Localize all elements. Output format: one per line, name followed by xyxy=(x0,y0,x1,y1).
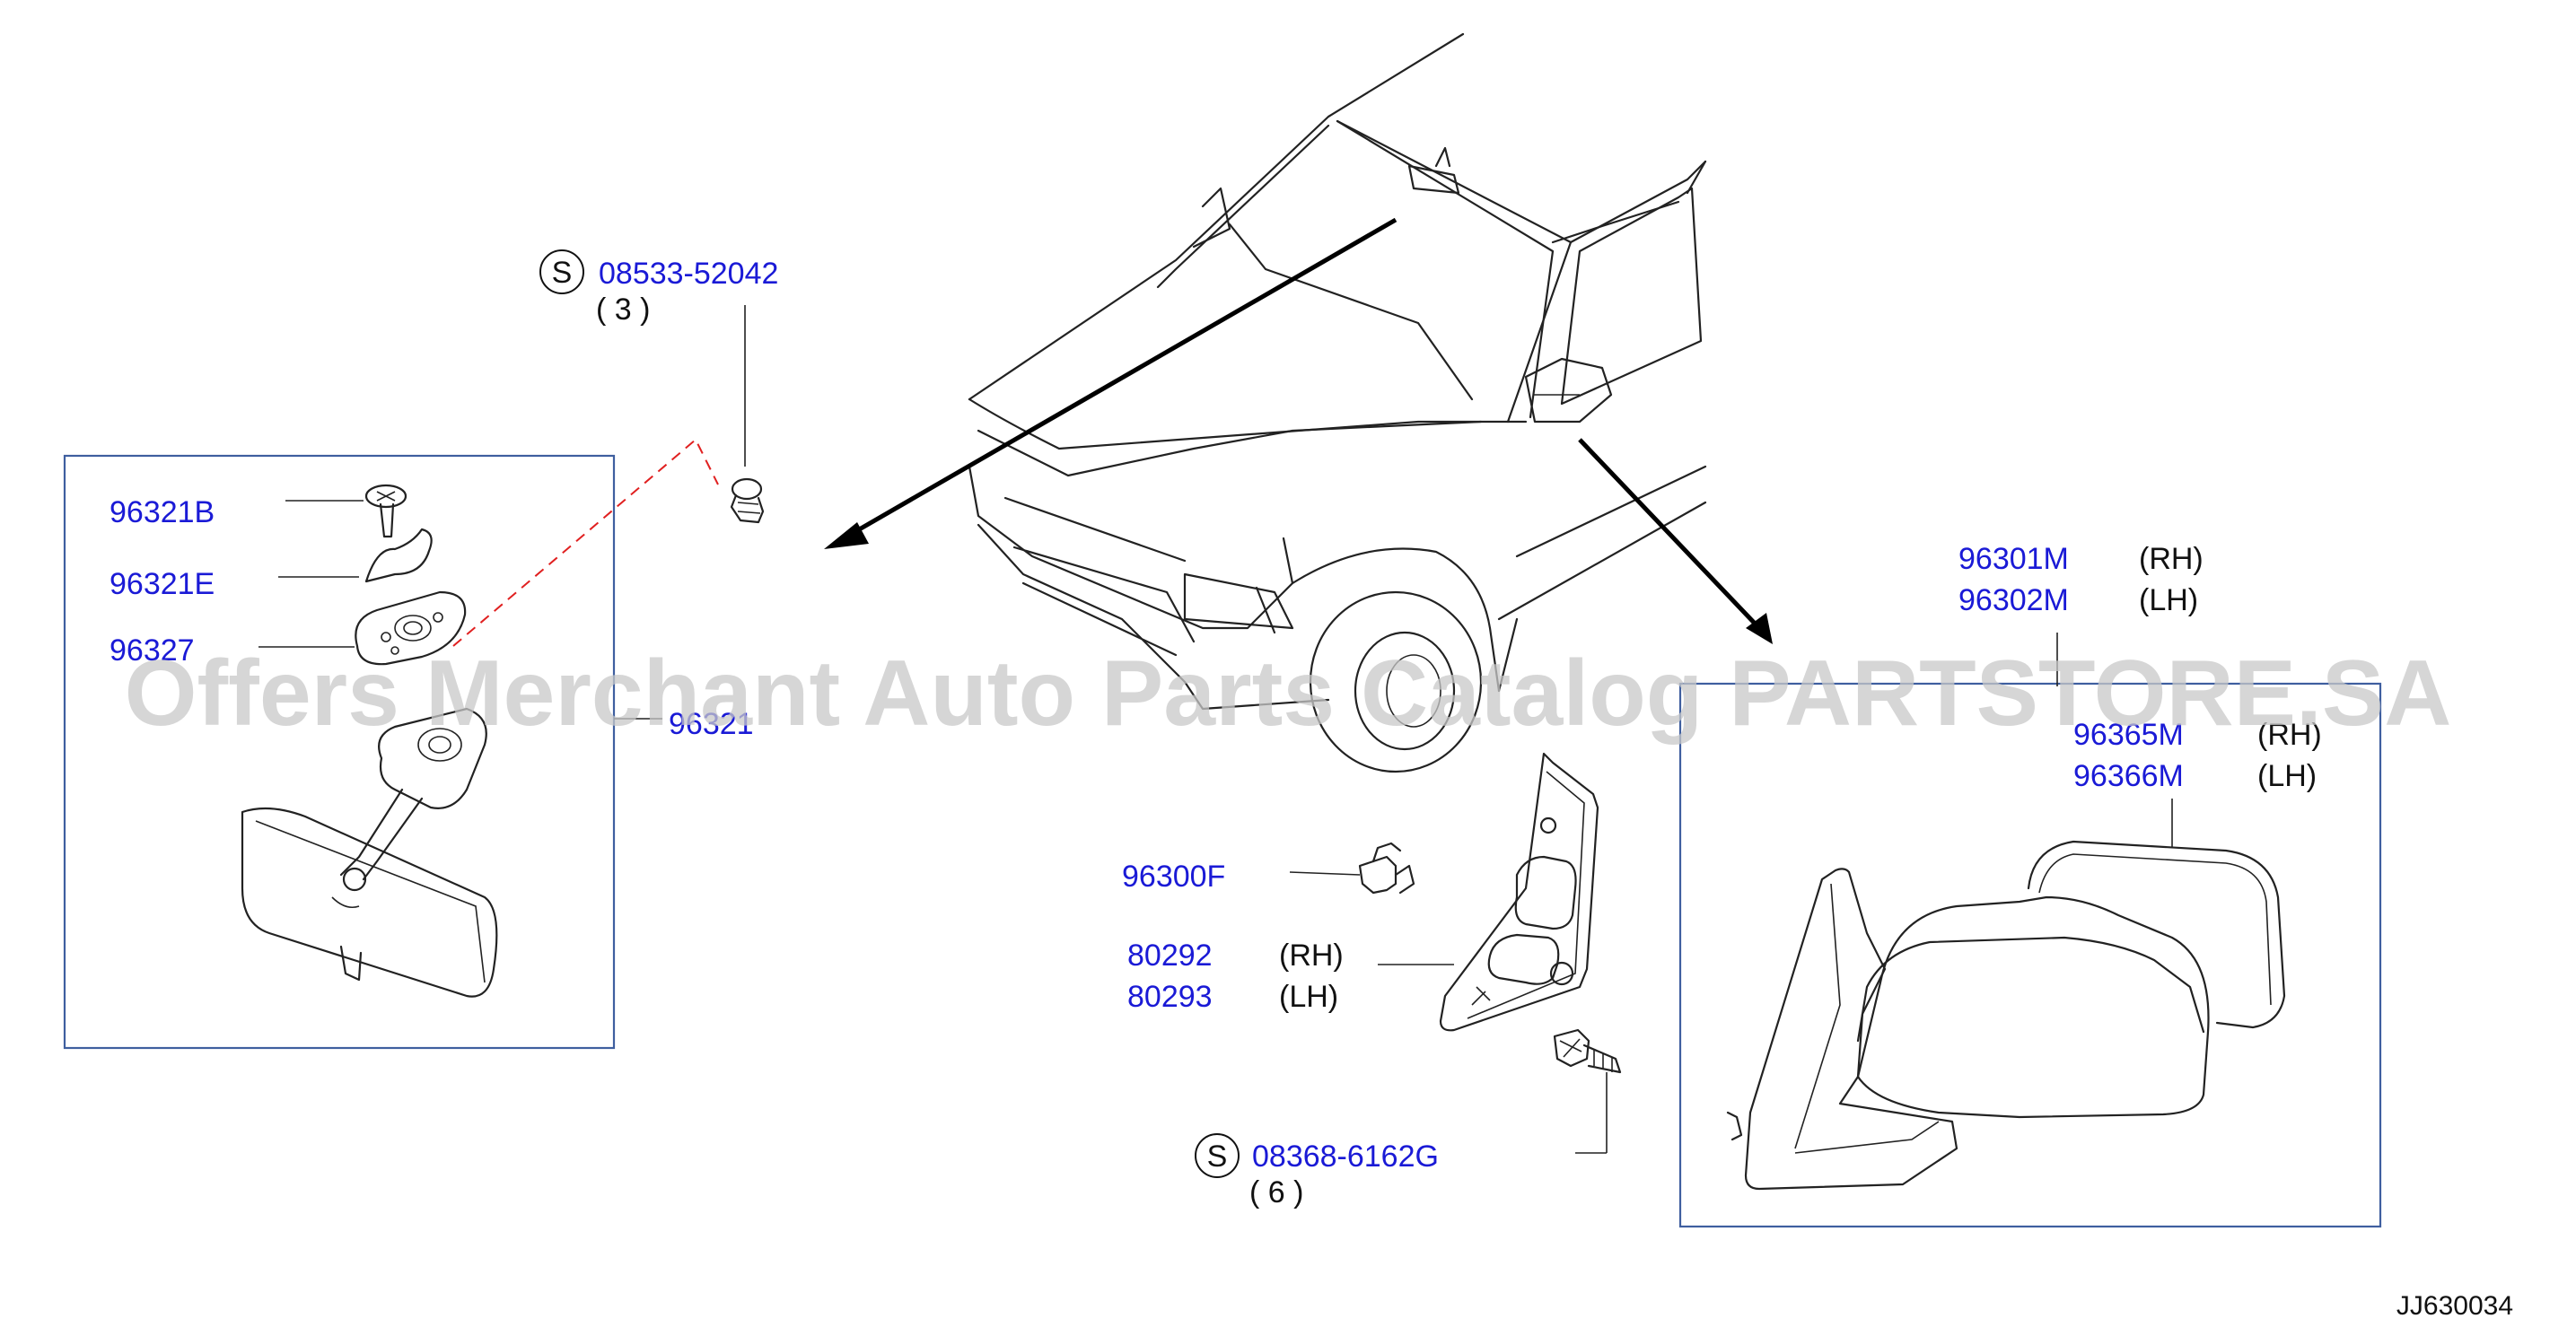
part-number-80292[interactable]: 80292 xyxy=(1127,939,1213,973)
watermark: Offers Merchant Auto Parts Catalog PARTS… xyxy=(125,642,2452,746)
clip-96300F-drawing xyxy=(1289,842,1415,895)
side-lh-96302M: (LH) xyxy=(2139,583,2198,617)
mirror-base-icon xyxy=(355,590,467,666)
top-screw-drawing xyxy=(730,305,765,524)
part-number-96365M[interactable]: 96365M xyxy=(2073,718,2184,752)
inner-leaders xyxy=(258,500,662,720)
part-number-96301M[interactable]: 96301M xyxy=(1958,542,2069,576)
side-lh-80293: (LH) xyxy=(1279,980,1338,1014)
inner-mirror-drawing xyxy=(241,484,498,998)
finisher-drawing xyxy=(1439,752,1599,1032)
mirror-glass-icon xyxy=(2027,840,2286,1029)
diagram-code: JJ630034 xyxy=(2396,1291,2513,1321)
mirror-base-icon xyxy=(1726,868,1958,1191)
quantity-screw-top: ( 3 ) xyxy=(596,293,650,327)
door-mirror-drawing xyxy=(1726,633,2286,1191)
mirror-stay-icon xyxy=(339,707,487,881)
screw-icon xyxy=(364,484,407,538)
side-rh-80292: (RH) xyxy=(1279,939,1344,973)
service-mark: S xyxy=(1207,1140,1228,1174)
clip-icon xyxy=(364,528,433,583)
screw-location-leader xyxy=(452,438,719,647)
quantity-screw-bottom: ( 6 ) xyxy=(1249,1175,1303,1209)
side-rh-96365M: (RH) xyxy=(2257,718,2322,752)
rearview-mirror-icon xyxy=(241,807,498,998)
part-number-96321E[interactable]: 96321E xyxy=(110,567,215,601)
inner-mirror-frame xyxy=(63,454,616,1050)
part-number-screw-top[interactable]: 08533-52042 xyxy=(599,257,778,291)
part-number-96327[interactable]: 96327 xyxy=(110,633,195,668)
callout-arrows xyxy=(824,217,1773,644)
part-number-96366M[interactable]: 96366M xyxy=(2073,759,2184,793)
part-number-96321[interactable]: 96321 xyxy=(669,707,754,741)
screw-bottom-callout: S 08368-6162G ( 6 ) xyxy=(1195,1133,1439,1209)
service-part-icon xyxy=(539,249,584,294)
part-number-96321B[interactable]: 96321B xyxy=(110,495,215,529)
service-mark: S xyxy=(552,256,573,290)
part-number-96300F[interactable]: 96300F xyxy=(1122,860,1225,894)
door-mirror-frame xyxy=(1678,682,2382,1228)
service-part-icon xyxy=(1195,1133,1240,1178)
part-number-96302M[interactable]: 96302M xyxy=(1958,583,2069,617)
mirror-housing-icon xyxy=(1856,895,2210,1119)
vehicle-illustration xyxy=(968,32,1707,773)
side-rh-96301M: (RH) xyxy=(2139,542,2204,576)
part-number-screw-bottom[interactable]: 08368-6162G xyxy=(1252,1140,1439,1174)
screw-top-callout: S 08533-52042 ( 3 ) xyxy=(539,249,778,327)
bolt-drawing xyxy=(1553,1028,1622,1154)
side-lh-96366M: (LH) xyxy=(2257,759,2317,793)
part-number-80293[interactable]: 80293 xyxy=(1127,980,1213,1014)
